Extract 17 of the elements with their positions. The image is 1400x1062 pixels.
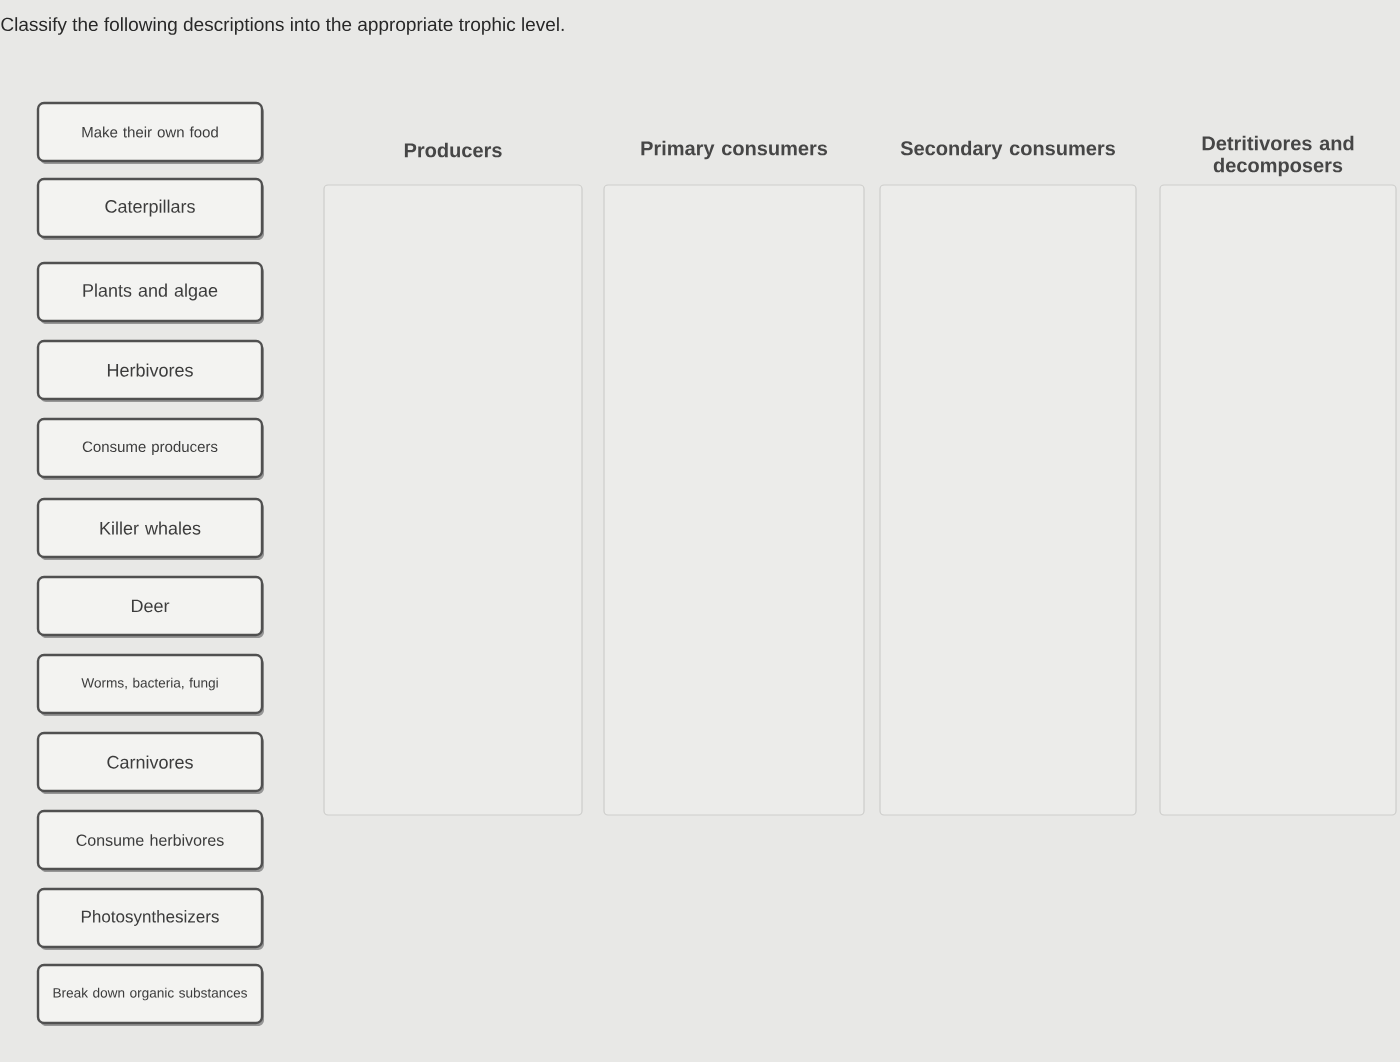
answer-card: Plants and algae: [36, 261, 264, 324]
column-heading: Primary consumers: [641, 140, 828, 160]
answer-card: Photosynthesizers: [36, 887, 264, 950]
instruction-text: Classify the following descriptions into the appropriate trophic level.: [1, 17, 564, 35]
column-heading: Producers: [404, 142, 502, 158]
answer-card: Deer: [36, 575, 264, 638]
answer-card: Caterpillars: [36, 177, 264, 240]
answer-card: Herbivores: [36, 339, 264, 402]
drop-column: [1159, 184, 1397, 816]
drop-column: [323, 184, 583, 816]
answer-card: Carnivores: [36, 731, 264, 794]
drop-column: [603, 184, 865, 816]
answer-card: Killer whales: [36, 497, 264, 560]
column-heading: Secondary consumers: [900, 140, 1115, 160]
answer-card: Consume herbivores: [36, 809, 264, 872]
drop-column: [879, 184, 1137, 816]
column-heading: Detritivores and decomposers: [1202, 135, 1354, 177]
